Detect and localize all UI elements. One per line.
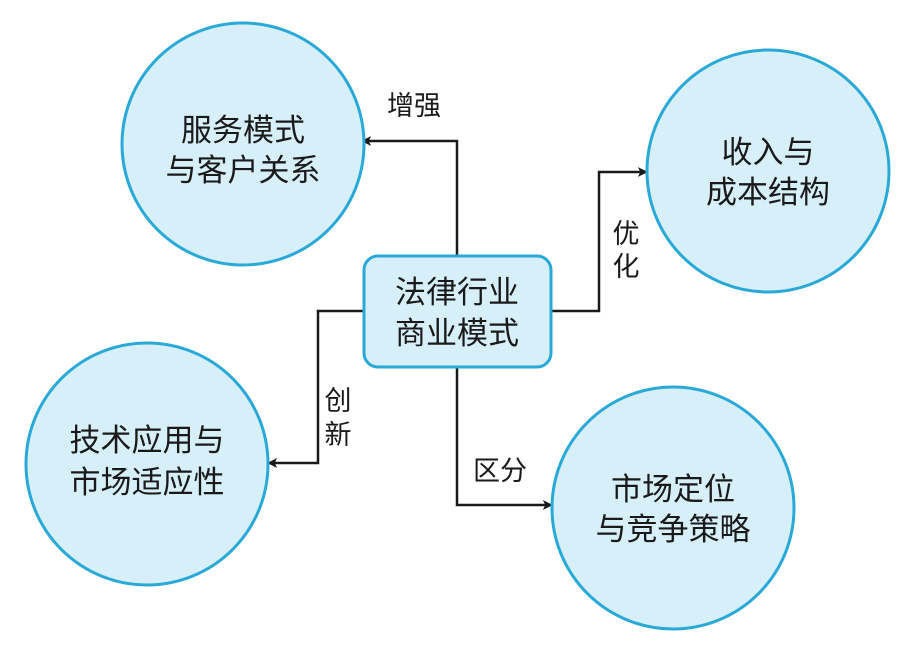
edge-label-innovate-2: 新 [325, 420, 352, 451]
node-market-line1: 市场定位 [611, 472, 735, 508]
center-node-line1: 法律行业 [395, 275, 519, 311]
connector-enhance [361, 136, 459, 256]
node-market-circle [550, 385, 796, 631]
node-service-line2: 与客户关系 [166, 153, 321, 189]
node-tech-application: 技术应用与 市场适应性 [24, 341, 270, 587]
node-tech-line1: 技术应用与 [70, 423, 225, 459]
node-market-positioning: 市场定位 与竞争策略 [550, 385, 796, 631]
node-revenue-circle [645, 48, 891, 294]
node-service-model: 服务模式 与客户关系 [120, 21, 366, 267]
node-revenue-cost: 收入与 成本结构 [645, 48, 891, 294]
edge-label-enhance: 增强 [387, 91, 441, 122]
node-tech-line2: 市场适应性 [70, 465, 225, 501]
center-node-box [362, 254, 553, 369]
node-revenue-line1: 收入与 [722, 135, 815, 171]
connector-innovate [267, 309, 364, 468]
node-service-line1: 服务模式 [181, 113, 305, 149]
edge-label-innovate-1: 创 [325, 386, 352, 417]
center-node-line2: 商业模式 [395, 316, 519, 352]
connector-differentiate [455, 367, 553, 510]
center-node: 法律行业 商业模式 [362, 254, 553, 369]
node-tech-circle [24, 341, 270, 587]
node-revenue-line2: 成本结构 [706, 175, 830, 211]
node-market-line2: 与竞争策略 [596, 512, 751, 548]
edge-label-optimize-1: 优 [613, 219, 640, 250]
edge-label-differentiate: 区分 [473, 456, 527, 487]
connector-optimize [551, 167, 648, 313]
edge-label-optimize-2: 化 [613, 252, 640, 283]
node-service-circle [120, 21, 366, 267]
